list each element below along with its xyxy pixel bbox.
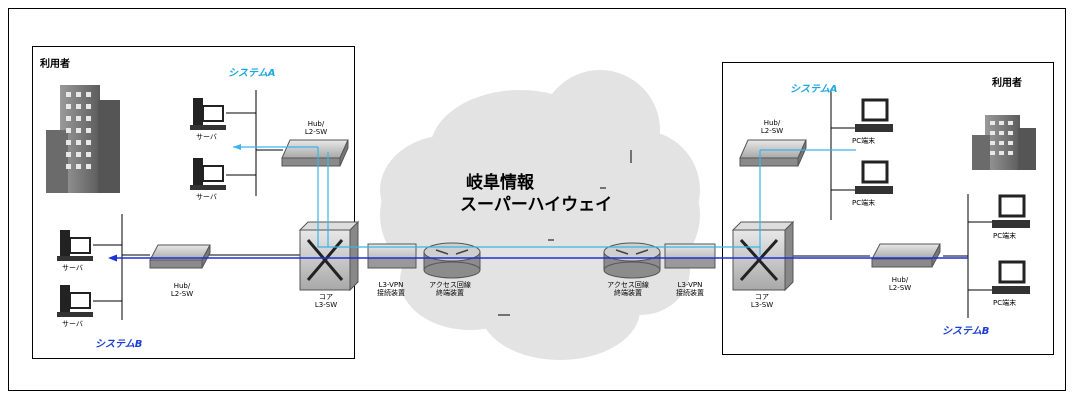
server-icon-left-b2 [57, 285, 93, 317]
router-icon-right [603, 242, 661, 279]
core-label-line1: コア [319, 293, 333, 301]
pc-icon-right-b1 [992, 194, 1030, 228]
access-label-line1: アクセス回線 [607, 281, 649, 289]
hub-label-right-a: Hub/ L2-SW [752, 119, 792, 135]
hub-switch-right-b [871, 243, 941, 268]
server-icon-left-a1 [190, 98, 226, 130]
access-label-line1: アクセス回線 [429, 281, 471, 289]
core-label-left: コア L3-SW [306, 293, 346, 309]
pc-label: PC端末 [993, 299, 1017, 307]
hub-label-right-b: Hub/ L2-SW [880, 276, 920, 292]
vpn-label-left: L3-VPN 接続装置 [366, 281, 416, 297]
server-icon-left-a2 [190, 158, 226, 190]
pc-label: PC端末 [852, 137, 876, 145]
user-label-left: 利用者 [40, 59, 70, 70]
router-icon-left [423, 242, 481, 279]
arrow-system-b [108, 254, 117, 262]
access-label-line2: 終端装置 [436, 289, 464, 297]
pc-icon-right-a2 [855, 160, 893, 194]
access-label-right: アクセス回線 終端装置 [598, 281, 658, 297]
user-label-right: 利用者 [992, 78, 1022, 89]
server-label: サーバ [196, 133, 217, 141]
system-b-label-left: システムB [95, 339, 143, 350]
hub-switch-left-b [149, 244, 211, 269]
network-title-line1: 岐阜情報 [466, 173, 534, 193]
access-label-line2: 終端装置 [614, 289, 642, 297]
outer-frame [8, 8, 1066, 391]
vpn-device-right [664, 243, 716, 269]
core-label-right: コア L3-SW [742, 293, 782, 309]
server-icon-left-b1 [57, 230, 93, 261]
hub-label-line2: L2-SW [888, 284, 912, 292]
system-b-label-right: システムB [942, 326, 990, 337]
server-label: サーバ [62, 264, 83, 272]
vpn-label-line1: L3-VPN [378, 281, 404, 289]
server-label: サーバ [196, 193, 217, 201]
pc-label: PC端末 [852, 199, 876, 207]
system-a-label-right: システムA [790, 84, 838, 95]
hub-label-line2: L2-SW [760, 127, 784, 135]
hub-label-left-a: Hub/ L2-SW [296, 120, 336, 136]
hub-label-line1: Hub/ [763, 119, 781, 127]
core-switch-left [298, 220, 360, 292]
system-a-label-left: システムA [228, 68, 276, 79]
vpn-label-line2: 接続装置 [676, 289, 704, 297]
core-switch-right [731, 220, 795, 292]
pc-icon-right-b2 [992, 260, 1030, 294]
network-title: 岐阜情報 スーパーハイウェイ [460, 172, 612, 216]
hub-switch-left-a [281, 139, 349, 167]
pc-icon-right-a1 [855, 98, 893, 132]
network-title-line2: スーパーハイウェイ [460, 195, 613, 215]
hub-label-line1: Hub/ [173, 282, 191, 290]
hub-label-line2: L2-SW [170, 290, 194, 298]
hub-label-line1: Hub/ [307, 120, 325, 128]
hub-label-left-b: Hub/ L2-SW [162, 282, 202, 298]
building-icon-right [972, 115, 1036, 170]
hub-label-line1: Hub/ [891, 276, 909, 284]
vpn-device-left [367, 243, 417, 269]
vpn-label-right: L3-VPN 接続装置 [665, 281, 715, 297]
building-icon-left [46, 85, 120, 193]
path-system-a [233, 144, 856, 255]
core-label-line1: コア [755, 293, 769, 301]
hub-label-line2: L2-SW [304, 128, 328, 136]
hub-switch-right-a [739, 139, 807, 167]
core-label-line2: L3-SW [314, 301, 338, 309]
server-label: サーバ [62, 320, 83, 328]
vpn-label-line1: L3-VPN [677, 281, 703, 289]
access-label-left: アクセス回線 終端装置 [420, 281, 480, 297]
pc-label: PC端末 [993, 232, 1017, 240]
vpn-label-line2: 接続装置 [377, 289, 405, 297]
core-label-line2: L3-SW [750, 301, 774, 309]
left-site-box [32, 46, 355, 359]
right-site-box [722, 62, 1054, 355]
